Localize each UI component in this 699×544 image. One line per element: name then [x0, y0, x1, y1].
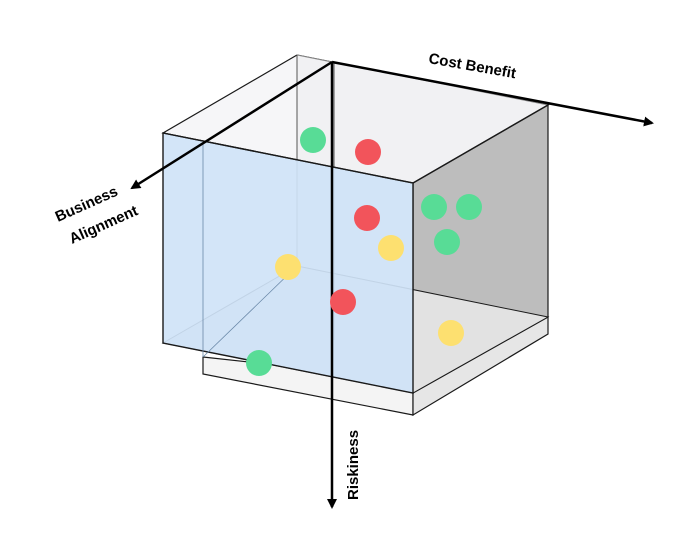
- cost-benefit-axis: [331, 60, 654, 127]
- bubble-group: [246, 127, 482, 376]
- yellow-bubble: [378, 235, 404, 261]
- cube-edge: [412, 104, 549, 184]
- yellow-bubble: [275, 254, 301, 280]
- green-bubble: [456, 194, 482, 220]
- cube-inner-edge: [202, 265, 298, 358]
- red-bubble: [330, 289, 356, 315]
- red-bubble: [355, 139, 381, 165]
- green-bubble: [421, 194, 447, 220]
- red-bubble: [354, 205, 380, 231]
- green-bubble: [434, 229, 460, 255]
- yellow-bubble: [438, 320, 464, 346]
- green-bubble: [300, 127, 326, 153]
- cost-benefit-label: Cost Benefit: [427, 50, 517, 82]
- riskiness-label: Riskiness: [345, 430, 362, 500]
- business-alignment-axis: [130, 60, 333, 190]
- green-bubble: [246, 350, 272, 376]
